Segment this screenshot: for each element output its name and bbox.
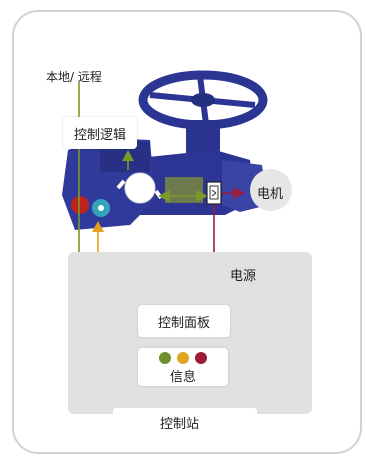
info-box: 信息 — [138, 348, 228, 386]
control-panel-box: 控制面板 — [138, 305, 230, 337]
power-label: 电源 — [230, 269, 257, 284]
info-label: 信息 — [169, 369, 196, 385]
actuator-image — [62, 70, 268, 230]
green-indicator-icon — [159, 351, 171, 364]
motor-label: 电机 — [257, 187, 284, 202]
yellow-indicator-icon — [177, 351, 189, 364]
sensor-to-logic-link — [122, 150, 134, 170]
control-station-tab — [113, 408, 257, 430]
control-station-label: 控制站 — [160, 417, 200, 432]
red-indicator-icon — [195, 351, 207, 364]
control-logic-box: 控制逻辑 — [63, 117, 137, 149]
position-sensor-icon — [206, 181, 222, 205]
shaft-to-sensor-link — [158, 190, 210, 202]
motor-circle — [250, 169, 292, 211]
local-remote-label: 本地/ 远程 — [46, 70, 102, 84]
indicator-lights — [159, 351, 207, 364]
